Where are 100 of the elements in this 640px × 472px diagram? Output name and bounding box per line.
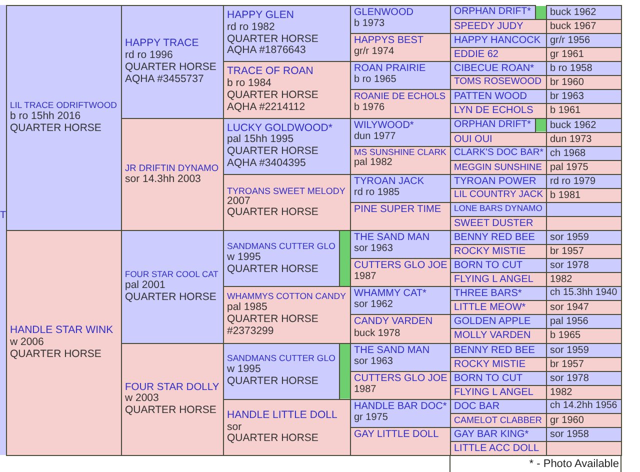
pedigree-cell <box>223 118 351 175</box>
pedigree-cell <box>450 19 547 34</box>
pedigree-cell <box>546 384 622 400</box>
horse-name: HAPPY GLEN <box>227 10 295 22</box>
birth-info: pal 1956 <box>550 316 590 328</box>
pedigree-cell <box>546 328 622 344</box>
horse-name: LONE BARS DYNAMO <box>454 204 543 214</box>
pedigree-cell <box>546 103 622 118</box>
horse-name: BORN TO CUT <box>454 260 524 272</box>
horse-details: dun 1977 <box>354 130 397 142</box>
horse-name: EDDIE 62 <box>454 49 500 60</box>
horse-name: BENNY RED BEE <box>454 344 536 356</box>
horse-details: gr/r 1974 <box>354 46 396 58</box>
pedigree-cell <box>546 19 622 34</box>
birth-info: pal 1975 <box>550 162 590 173</box>
birth-info: gr 1960 <box>550 414 585 426</box>
birth-info: br 1957 <box>550 246 585 258</box>
birth-info: dun 1973 <box>550 134 593 145</box>
pedigree-cell <box>121 342 224 456</box>
birth-info: br 1957 <box>550 358 585 370</box>
horse-details: QUARTER HORSE <box>227 314 320 326</box>
horse-name: CLARK'S DOC BAR* <box>454 148 543 158</box>
horse-name: SPEEDY JUDY <box>454 21 524 32</box>
pedigree-cell <box>450 314 547 330</box>
horse-name: GLENWOOD <box>354 7 414 18</box>
birth-info: sor 1947 <box>550 302 590 314</box>
pedigree-cell <box>450 356 547 372</box>
pedigree-cell <box>546 47 622 62</box>
pedigree-cell <box>223 5 351 62</box>
horse-details: QUARTER HORSE <box>227 146 320 158</box>
pedigree-cell <box>450 202 547 217</box>
horse-details: QUARTER HORSE <box>125 404 218 417</box>
birth-info: 1982 <box>550 386 574 398</box>
horse-name: LITTLE MEOW* <box>454 302 527 314</box>
horse-name: SANDMANS CUTTER GLO <box>227 242 336 252</box>
pedigree-cell <box>546 160 622 175</box>
horse-name: SANDMANS CUTTER GLO <box>227 354 336 364</box>
horse-details: w 2006 <box>10 337 45 349</box>
pedigree-cell <box>450 75 547 90</box>
pedigree-cell <box>546 314 622 330</box>
pedigree-cell <box>350 202 451 231</box>
horse-name: WHAMMY CAT* <box>354 288 428 300</box>
pedigree-cell <box>450 230 547 246</box>
pedigree-cell <box>546 146 622 161</box>
horse-name: ORPHAN DRIFT* <box>454 120 532 130</box>
pedigree-cell <box>546 370 622 386</box>
horse-details: sor 14.3hh 2003 <box>125 174 202 186</box>
horse-details: QUARTER HORSE <box>227 433 320 445</box>
horse-details: QUARTER HORSE <box>125 62 218 74</box>
birth-info: b ro 1958 <box>550 63 594 74</box>
horse-name: WHAMMYS COTTON CANDY <box>227 292 347 302</box>
pedigree-cell <box>450 300 547 316</box>
pedigree-cell <box>546 230 622 246</box>
pedigree-cell <box>450 342 547 358</box>
pedigree-cell <box>450 370 547 386</box>
pedigree-cell <box>350 398 451 428</box>
horse-details: AQHA #3404395 <box>227 158 307 170</box>
birth-info: gr 1961 <box>550 49 585 60</box>
horse-details: rd ro 1985 <box>354 186 401 198</box>
horse-name: ROANIE DE ECHOLS <box>354 91 446 102</box>
horse-details: QUARTER HORSE <box>125 292 218 304</box>
pedigree-cell <box>450 188 547 203</box>
horse-details: rd ro 1996 <box>125 50 174 62</box>
horse-details: QUARTER HORSE <box>227 207 320 220</box>
horse-details: 1987 <box>354 384 378 395</box>
horse-name: LIL COUNTRY JACK <box>454 190 543 200</box>
pedigree-cell <box>546 426 622 442</box>
horse-name: SWEET DUSTER <box>454 218 534 230</box>
horse-name: LYN DE ECHOLS <box>454 105 534 117</box>
pedigree-cell <box>450 384 547 400</box>
horse-name: BORN TO CUT <box>454 372 524 384</box>
birth-info: buck 1967 <box>550 21 598 32</box>
horse-name: GAY BAR KING* <box>454 428 530 440</box>
horse-details: pal 15hh 1995 <box>227 134 295 146</box>
pedigree-cell <box>350 286 451 316</box>
pedigree-cell <box>450 426 547 442</box>
birth-info: sor 1959 <box>550 344 590 356</box>
birth-info: ch 14.2hh 1956 <box>550 400 618 412</box>
horse-name: GOLDEN APPLE <box>454 316 532 328</box>
pedigree-cell <box>546 356 622 372</box>
pedigree-cell <box>121 230 224 344</box>
horse-name: CUTTERS GLO JOE <box>354 260 447 272</box>
horse-details: AQHA #1876643 <box>227 45 307 58</box>
pedigree-cell <box>450 89 547 104</box>
pedigree-cell <box>450 132 547 147</box>
horse-name: BENNY RED BEE <box>454 232 536 244</box>
horse-name: ROAN PRAIRIE <box>354 63 427 74</box>
pedigree-cell <box>546 33 622 48</box>
pedigree-cell <box>223 174 351 231</box>
horse-name: TYROANS SWEET MELODY <box>227 186 346 196</box>
pedigree-cell <box>350 33 451 62</box>
horse-name: CAMELOT CLABBER <box>454 414 543 425</box>
horse-details: b ro 1984 <box>227 78 272 90</box>
horse-name: HAPPY TRACE <box>125 38 200 50</box>
pedigree-cell <box>350 426 451 456</box>
horse-name: WILYWOOD* <box>354 120 415 131</box>
horse-name: TOMS ROSEWOOD <box>454 77 542 88</box>
horse-name: THE SAND MAN <box>354 232 431 244</box>
pedigree-cell <box>350 342 451 372</box>
pedigree-cell <box>546 300 622 316</box>
